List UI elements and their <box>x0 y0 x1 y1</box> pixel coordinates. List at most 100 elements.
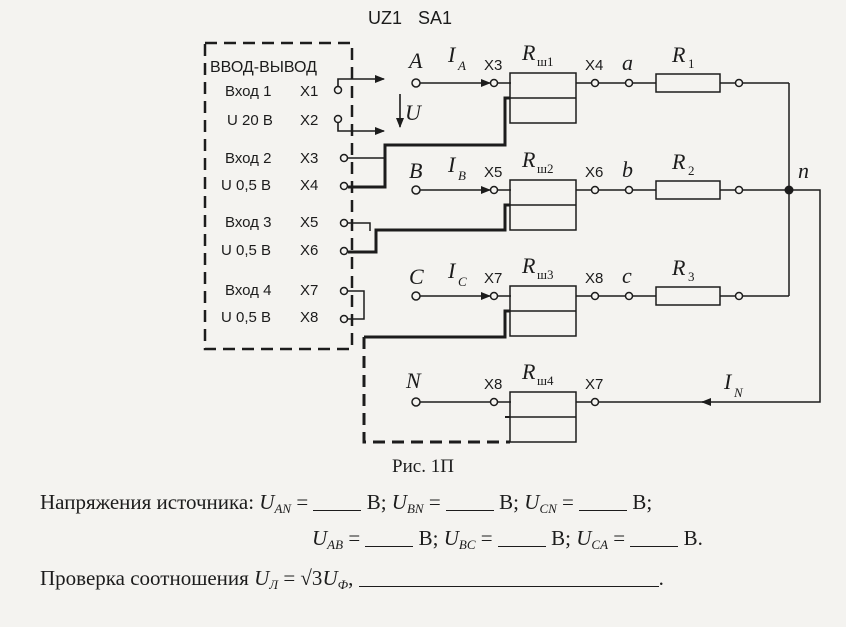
uca-symbol: U <box>576 526 592 550</box>
uan-sub: AN <box>274 501 292 516</box>
input-2-name: Вход 2 <box>225 150 271 167</box>
pin-x4-a: X4 <box>585 57 603 74</box>
pin-x7-n: X7 <box>585 376 603 393</box>
neutral-return-wire <box>701 189 821 406</box>
node-b-label: B <box>409 158 422 183</box>
sqrt3: √3 <box>300 566 323 590</box>
node-a-label: A <box>407 48 423 73</box>
current-ia-label: I <box>447 42 457 67</box>
shunt-r2-sub: ш2 <box>537 161 554 176</box>
uan-input[interactable] <box>313 494 362 511</box>
shunt-signal-wires <box>348 96 510 339</box>
pin-x6-b: X6 <box>585 164 603 181</box>
resistor-r3 <box>655 286 721 306</box>
shunt-signal-wires-thin <box>348 157 386 320</box>
pin-x7-c: X7 <box>484 270 502 287</box>
uan-symbol: U <box>259 490 275 514</box>
ratio-check-input[interactable] <box>358 570 659 587</box>
pin-x5-label: X5 <box>300 214 318 231</box>
ubc-symbol: U <box>443 526 459 550</box>
pin-x3-label: X3 <box>300 150 318 167</box>
ucn-sub: CN <box>539 501 557 516</box>
resistor-r2-sub: 2 <box>688 163 695 178</box>
uf-sub: Ф <box>337 577 349 592</box>
resistor-r3-label: R <box>671 255 686 280</box>
current-ib-sub: B <box>458 168 466 183</box>
resistor-r1 <box>655 73 721 93</box>
io-block-title: ВВОД-ВЫВОД <box>210 59 317 76</box>
uf-symbol: U <box>322 566 338 590</box>
pin-x8-c: X8 <box>585 270 603 287</box>
pin-x6-label: X6 <box>300 242 318 259</box>
shunt-r3-sub: ш3 <box>537 267 554 282</box>
resistor-r2-label: R <box>671 149 686 174</box>
pin-x8-label: X8 <box>300 309 318 326</box>
node-a-terminal <box>411 78 421 88</box>
pin-x1-label: X1 <box>300 83 318 100</box>
shunt-r4-label: R <box>521 359 536 384</box>
neutral-shunt-dashed-link <box>362 337 510 444</box>
uab-input[interactable] <box>365 530 414 547</box>
io-pin-circles <box>333 85 349 324</box>
ratio-check-line: Проверка соотношения UЛ = √3UФ, . <box>40 566 664 592</box>
ul-symbol: U <box>254 566 270 590</box>
input-4-name: Вход 4 <box>225 282 271 299</box>
pin-x7-label: X7 <box>300 282 318 299</box>
figure-caption: Рис. 1П <box>392 456 454 477</box>
current-ia-sub: A <box>457 58 466 73</box>
sa1-label: SA1 <box>418 8 452 28</box>
source-voltages-line1: Напряжения источника: UAN = В; UBN = В; … <box>40 490 653 516</box>
source-voltages-line2: UAB = В; UBC = В; UCA = В. <box>312 526 703 552</box>
input-4-range: U 0,5 В <box>221 309 271 326</box>
ubn-sub: BN <box>406 501 424 516</box>
resistor-r1-sub: 1 <box>688 56 695 71</box>
input-1-wiring <box>337 75 404 135</box>
io-block-frame <box>203 41 354 351</box>
node-n-label: N <box>405 368 422 393</box>
line3-prefix: Проверка соотношения <box>40 566 249 590</box>
input-1-name: Вход 1 <box>225 83 271 100</box>
ratio-equals: = <box>283 566 296 590</box>
voltage-u-label: U <box>405 100 423 125</box>
pin-x5-b: X5 <box>484 164 502 181</box>
ucn-unit: В; <box>632 490 653 514</box>
uan-unit: В; <box>366 490 387 514</box>
ubn-input[interactable] <box>445 494 494 511</box>
current-in-label: I <box>723 369 733 394</box>
pin-x2-label: X2 <box>300 112 318 129</box>
current-ib-label: I <box>447 152 457 177</box>
load-node-a-label: a <box>622 50 633 75</box>
line1-prefix: Напряжения источника: <box>40 490 255 514</box>
resistor-r2 <box>655 180 721 200</box>
resistor-r3-sub: 3 <box>688 269 695 284</box>
pin-x4-label: X4 <box>300 177 318 194</box>
current-in-sub: N <box>733 385 744 400</box>
ubc-unit: В; <box>551 526 571 550</box>
shunt-r1-sub: ш1 <box>537 54 554 69</box>
input-3-name: Вход 3 <box>225 214 271 231</box>
pin-x8-n: X8 <box>484 376 502 393</box>
star-node-label: n <box>798 158 809 183</box>
shunt-r2-label: R <box>521 147 536 172</box>
shunt-r1-label: R <box>521 40 536 65</box>
uab-unit: В; <box>418 526 439 550</box>
uab-sub: AB <box>327 537 344 552</box>
pin-x3-a: X3 <box>484 57 502 74</box>
uca-input[interactable] <box>630 530 679 547</box>
current-ic-sub: C <box>458 274 467 289</box>
load-node-b-label: b <box>622 157 633 182</box>
input-2-range: U 0,5 В <box>221 177 271 194</box>
shunt-r4-sub: ш4 <box>537 373 554 388</box>
ubc-input[interactable] <box>497 530 546 547</box>
line3-comma: , <box>348 566 354 590</box>
ubn-symbol: U <box>391 490 407 514</box>
uca-unit: В. <box>683 526 703 550</box>
uca-sub: CA <box>591 537 609 552</box>
ucn-input[interactable] <box>579 494 628 511</box>
ul-sub: Л <box>269 577 279 592</box>
shunt-r3-label: R <box>521 253 536 278</box>
current-ic-label: I <box>447 258 457 283</box>
uz1-label: UZ1 <box>368 8 402 28</box>
input-3-range: U 0,5 В <box>221 242 271 259</box>
